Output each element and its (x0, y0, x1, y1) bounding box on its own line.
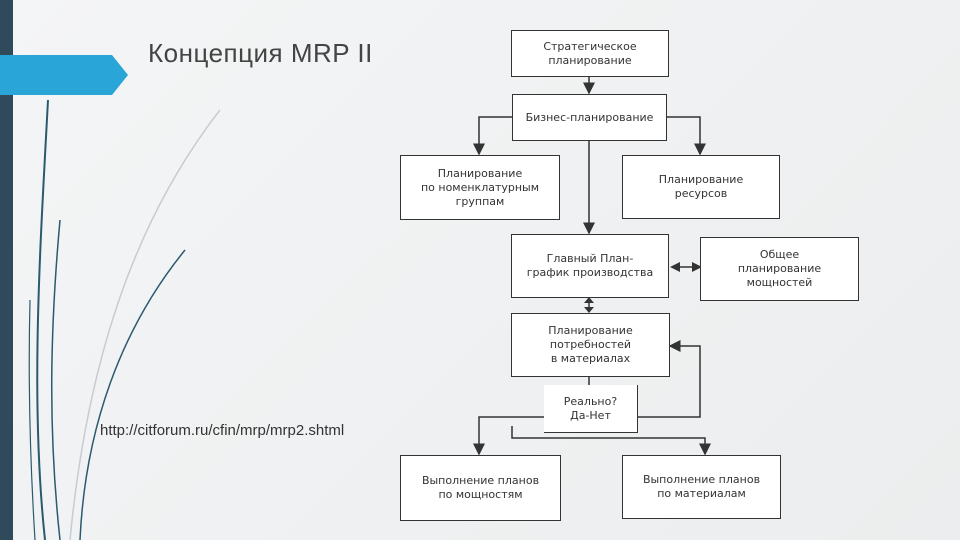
node-material-requirements: Планирование потребностей в материалах (511, 313, 670, 377)
arrow-feasible-materials-feedback (638, 340, 701, 418)
node-feasibility-check: Реально? Да-Нет (544, 385, 638, 433)
node-master-schedule: Главный План- график производства (511, 234, 669, 298)
title-accent-arrow (112, 55, 128, 95)
arrow-business-resources (667, 116, 706, 156)
node-business-planning: Бизнес-планирование (512, 94, 667, 141)
left-accent-bar (0, 0, 13, 540)
decorative-lines (28, 99, 221, 540)
node-material-execution: Выполнение планов по материалам (622, 455, 781, 519)
node-capacity-planning: Общее планирование мощностей (700, 237, 859, 301)
source-url: http://citforum.ru/cfin/mrp/mrp2.shtml (100, 422, 345, 439)
arrow-feasible-exec-capacity (473, 416, 544, 456)
arrow-business-nomenclature (473, 116, 512, 156)
title-accent-tab (0, 55, 112, 95)
slide-title: Концепция MRP II (148, 38, 373, 68)
node-resource-planning: Планирование ресурсов (622, 155, 780, 219)
arrow-feasible-exec-materials (511, 426, 711, 456)
node-capacity-execution: Выполнение планов по мощностям (400, 455, 561, 521)
node-strategic-planning: Стратегическое планирование (511, 30, 669, 77)
node-nomenclature-planning: Планирование по номенклатурным группам (400, 155, 560, 220)
